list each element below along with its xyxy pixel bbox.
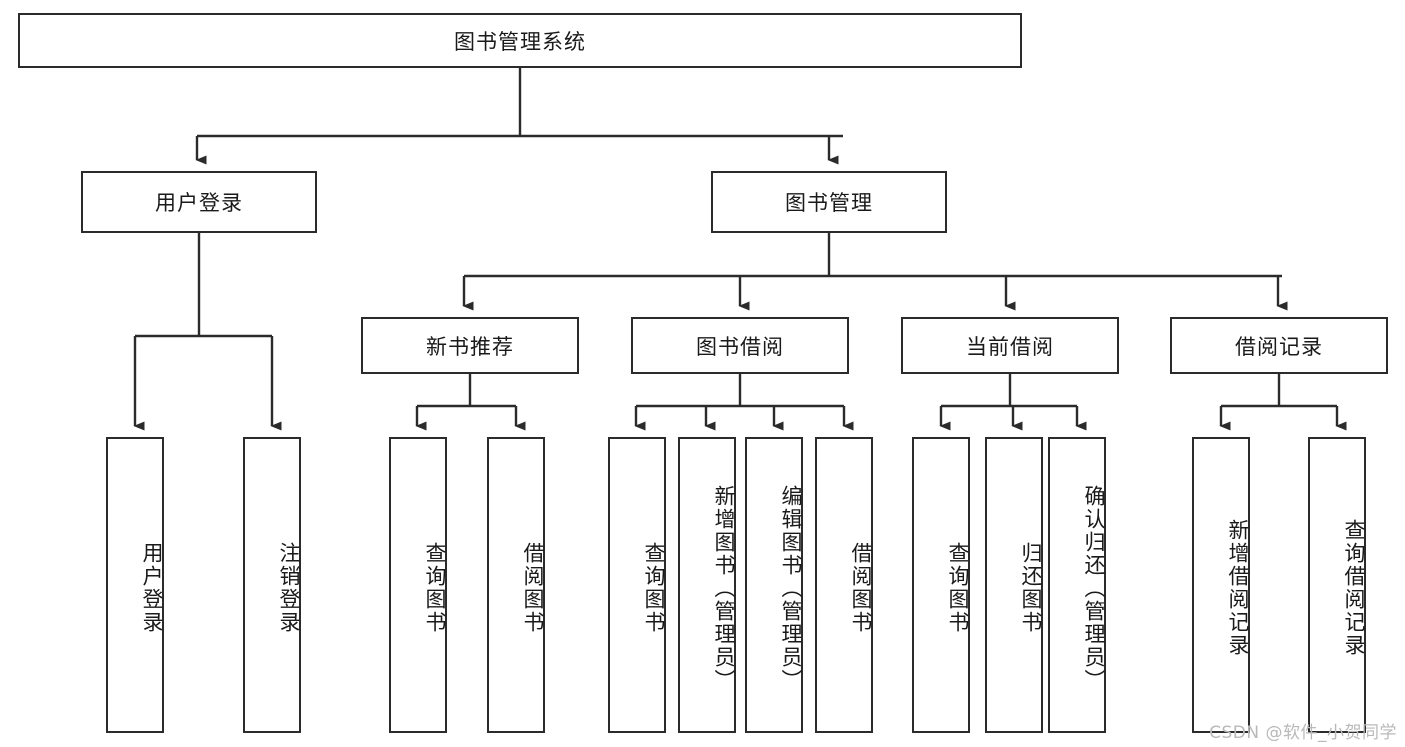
node-leaf-add-borrow-record[interactable]: 新增借阅记录 bbox=[1192, 437, 1250, 733]
node-current-borrow-label: 当前借阅 bbox=[966, 334, 1054, 359]
node-leaf-user-login-label: 用户登录 bbox=[140, 542, 164, 634]
node-leaf-user-login[interactable]: 用户登录 bbox=[106, 437, 164, 733]
node-leaf-confirm-return-label: 确认归还（管理员） bbox=[1082, 484, 1106, 692]
edge-group-book-management bbox=[462, 233, 1288, 311]
node-book-management[interactable]: 图书管理 bbox=[711, 171, 947, 233]
node-leaf-query-borrow-record[interactable]: 查询借阅记录 bbox=[1308, 437, 1366, 733]
node-book-management-label: 图书管理 bbox=[785, 191, 873, 215]
node-leaf-add-borrow-record-label: 新增借阅记录 bbox=[1226, 519, 1250, 657]
node-leaf-add-book-label: 新增图书（管理员） bbox=[712, 484, 736, 692]
node-leaf-borrow-book[interactable]: 借阅图书 bbox=[815, 437, 873, 733]
node-leaf-query-book-borrow[interactable]: 查询图书 bbox=[608, 437, 666, 733]
node-leaf-query-borrow-record-label: 查询借阅记录 bbox=[1342, 519, 1366, 657]
node-new-book-recommend[interactable]: 新书推荐 bbox=[361, 317, 579, 374]
node-leaf-borrow-book-label: 借阅图书 bbox=[849, 542, 873, 634]
node-current-borrow[interactable]: 当前借阅 bbox=[901, 317, 1119, 374]
edge-group-root bbox=[195, 68, 843, 165]
edge-group-current-borrow bbox=[939, 374, 1087, 431]
node-leaf-query-book-current[interactable]: 查询图书 bbox=[912, 437, 970, 733]
node-leaf-query-book-recommend-label: 查询图书 bbox=[423, 542, 447, 634]
node-book-borrow[interactable]: 图书借阅 bbox=[631, 317, 849, 374]
node-borrow-record[interactable]: 借阅记录 bbox=[1170, 317, 1388, 374]
node-leaf-query-book-recommend[interactable]: 查询图书 bbox=[389, 437, 447, 733]
node-leaf-edit-book[interactable]: 编辑图书（管理员） bbox=[745, 437, 803, 733]
node-leaf-return-book[interactable]: 归还图书 bbox=[985, 437, 1043, 733]
node-user-login-label: 用户登录 bbox=[155, 191, 243, 215]
node-user-login[interactable]: 用户登录 bbox=[81, 171, 317, 233]
node-leaf-add-book[interactable]: 新增图书（管理员） bbox=[678, 437, 736, 733]
node-leaf-logout-label: 注销登录 bbox=[277, 542, 301, 634]
node-borrow-record-label: 借阅记录 bbox=[1235, 334, 1323, 359]
node-root[interactable]: 图书管理系统 bbox=[18, 13, 1022, 68]
node-leaf-return-book-label: 归还图书 bbox=[1019, 542, 1043, 634]
node-leaf-borrow-book-recommend-label: 借阅图书 bbox=[521, 542, 545, 634]
edge-group-new-book-recommend bbox=[415, 374, 526, 431]
edge-group-borrow-record bbox=[1219, 374, 1347, 431]
watermark-text: CSDN @软件_小贺同学 bbox=[1209, 723, 1397, 743]
node-leaf-logout[interactable]: 注销登录 bbox=[243, 437, 301, 733]
edge-group-user-login bbox=[133, 233, 282, 431]
node-leaf-edit-book-label: 编辑图书（管理员） bbox=[779, 484, 803, 692]
node-leaf-query-book-borrow-label: 查询图书 bbox=[642, 542, 666, 634]
edge-group-book-borrow bbox=[634, 374, 854, 431]
node-leaf-confirm-return[interactable]: 确认归还（管理员） bbox=[1048, 437, 1106, 733]
node-book-borrow-label: 图书借阅 bbox=[696, 334, 784, 359]
node-leaf-query-book-current-label: 查询图书 bbox=[946, 542, 970, 634]
node-root-label: 图书管理系统 bbox=[454, 29, 586, 54]
node-new-book-recommend-label: 新书推荐 bbox=[426, 334, 514, 359]
node-leaf-borrow-book-recommend[interactable]: 借阅图书 bbox=[487, 437, 545, 733]
